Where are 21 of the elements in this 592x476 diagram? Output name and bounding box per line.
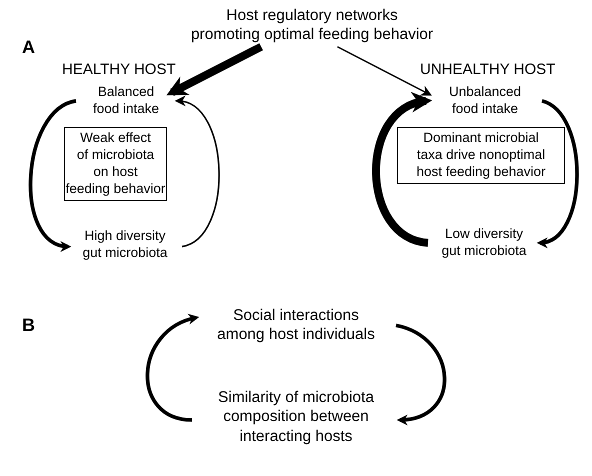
node-text: Host regulatory networks promoting optimal feeding behavior: [190, 6, 434, 45]
arrow: [146, 314, 200, 422]
arrow: [536, 99, 579, 246]
arrow: [395, 324, 446, 425]
text-box: Dominant microbial taxa drive nonoptimal host feeding behavior: [397, 127, 565, 184]
section-heading: HEALTHY HOST: [62, 62, 176, 77]
arrow: [28, 99, 77, 250]
node-text: Similarity of microbiota composition between interacting hosts: [217, 388, 375, 446]
node-text: Unbalanced food intake: [448, 84, 522, 118]
node-text: Low diversity gut microbiota: [440, 226, 528, 260]
arrow: [337, 46, 432, 96]
panel-letter: B: [22, 316, 35, 334]
text-box: Weak effect of microbiota on host feeding behavior: [64, 127, 167, 200]
node-text: Social interactions among host individuals: [216, 306, 376, 345]
arrow: [166, 43, 264, 96]
section-heading: UNHEALTHY HOST: [420, 62, 556, 77]
panel-letter: A: [22, 38, 35, 56]
arrow: [372, 94, 432, 247]
node-text: Balanced food intake: [92, 84, 160, 118]
arrow: [174, 97, 220, 248]
node-text: High diversity gut microbiota: [82, 228, 168, 262]
